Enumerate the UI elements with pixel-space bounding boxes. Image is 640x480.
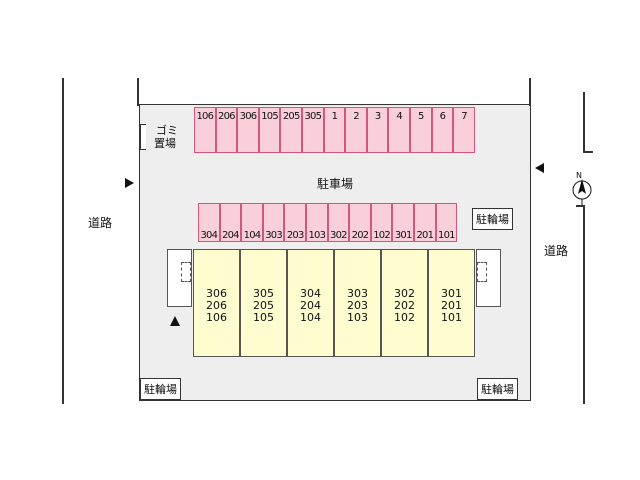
unit-number: 103 xyxy=(347,311,368,324)
parking-stall-middle: 101 xyxy=(435,203,458,242)
parking-stall-top: 106 xyxy=(194,107,216,153)
lot-right-extension xyxy=(529,78,531,106)
parking-label: 駐車場 xyxy=(317,177,354,191)
unit-number: 101 xyxy=(441,311,462,324)
road-right-tick-low xyxy=(576,205,584,207)
lot-left-extension xyxy=(137,78,139,106)
parking-stall-top: 206 xyxy=(215,107,238,153)
unit-number: 304 xyxy=(300,287,321,300)
unit-number: 106 xyxy=(206,311,227,324)
parking-stall-top: 5 xyxy=(410,107,432,153)
parking-stall-top: 205 xyxy=(280,107,302,153)
parking-stall-middle: 103 xyxy=(306,203,328,242)
unit-number: 203 xyxy=(347,299,368,312)
parking-stall-top: 1 xyxy=(323,107,346,153)
road-left-line xyxy=(62,78,64,404)
parking-stall-top: 306 xyxy=(237,107,259,153)
parking-stall-top: 6 xyxy=(431,107,454,153)
unit-number: 206 xyxy=(206,299,227,312)
unit-number: 205 xyxy=(253,299,274,312)
unit-number: 202 xyxy=(394,299,415,312)
unit-number: 305 xyxy=(253,287,274,300)
unit-number: 306 xyxy=(206,287,227,300)
unit-number: 301 xyxy=(441,287,462,300)
parking-stall-top: 305 xyxy=(302,107,324,153)
parking-stall-middle: 102 xyxy=(370,203,393,242)
unit-number: 201 xyxy=(441,299,462,312)
parking-stall-middle: 104 xyxy=(241,203,263,242)
building-wing-left-dash xyxy=(181,262,191,282)
parking-stall-top: 2 xyxy=(345,107,367,153)
parking-stall-middle: 203 xyxy=(284,203,306,242)
north-label: N xyxy=(576,171,582,180)
parking-stall-top: 7 xyxy=(453,107,475,153)
unit-number: 303 xyxy=(347,287,368,300)
bike-parking-bottom-right: 駐輪場 xyxy=(477,378,518,400)
garbage-area-label: ゴミ 置場 xyxy=(146,124,184,154)
building-wing-right-dash xyxy=(477,262,487,282)
parking-stall-middle: 201 xyxy=(414,203,436,242)
building-wing-left xyxy=(167,249,192,307)
unit-number: 104 xyxy=(300,311,321,324)
road-right-line-upper xyxy=(583,92,585,152)
parking-stall-middle: 304 xyxy=(198,203,220,242)
bike-parking-mid: 駐輪場 xyxy=(472,208,513,230)
unit-number: 302 xyxy=(394,287,415,300)
parking-stall-middle: 202 xyxy=(349,203,371,242)
parking-stall-middle: 303 xyxy=(262,203,285,242)
parking-stall-top: 105 xyxy=(258,107,281,153)
road-label-left: 道路 xyxy=(88,216,113,230)
unit-number: 102 xyxy=(394,311,415,324)
road-right-line xyxy=(583,205,585,404)
parking-stall-top: 4 xyxy=(388,107,410,153)
parking-stall-middle: 204 xyxy=(219,203,242,242)
north-compass-icon xyxy=(572,179,592,205)
entrance-arrow-left-icon xyxy=(125,178,134,188)
building-wing-right xyxy=(476,249,501,307)
road-right-tick xyxy=(583,151,593,153)
unit-number: 105 xyxy=(253,311,274,324)
unit-number: 204 xyxy=(300,299,321,312)
parking-stall-middle: 302 xyxy=(327,203,350,242)
parking-stall-top: 3 xyxy=(366,107,389,153)
road-label-right: 道路 xyxy=(544,244,569,258)
bike-parking-bottom-left: 駐輪場 xyxy=(140,378,181,400)
entrance-arrow-right-icon xyxy=(535,163,544,173)
entrance-arrow-up-icon xyxy=(170,316,180,326)
parking-stall-middle: 301 xyxy=(392,203,414,242)
